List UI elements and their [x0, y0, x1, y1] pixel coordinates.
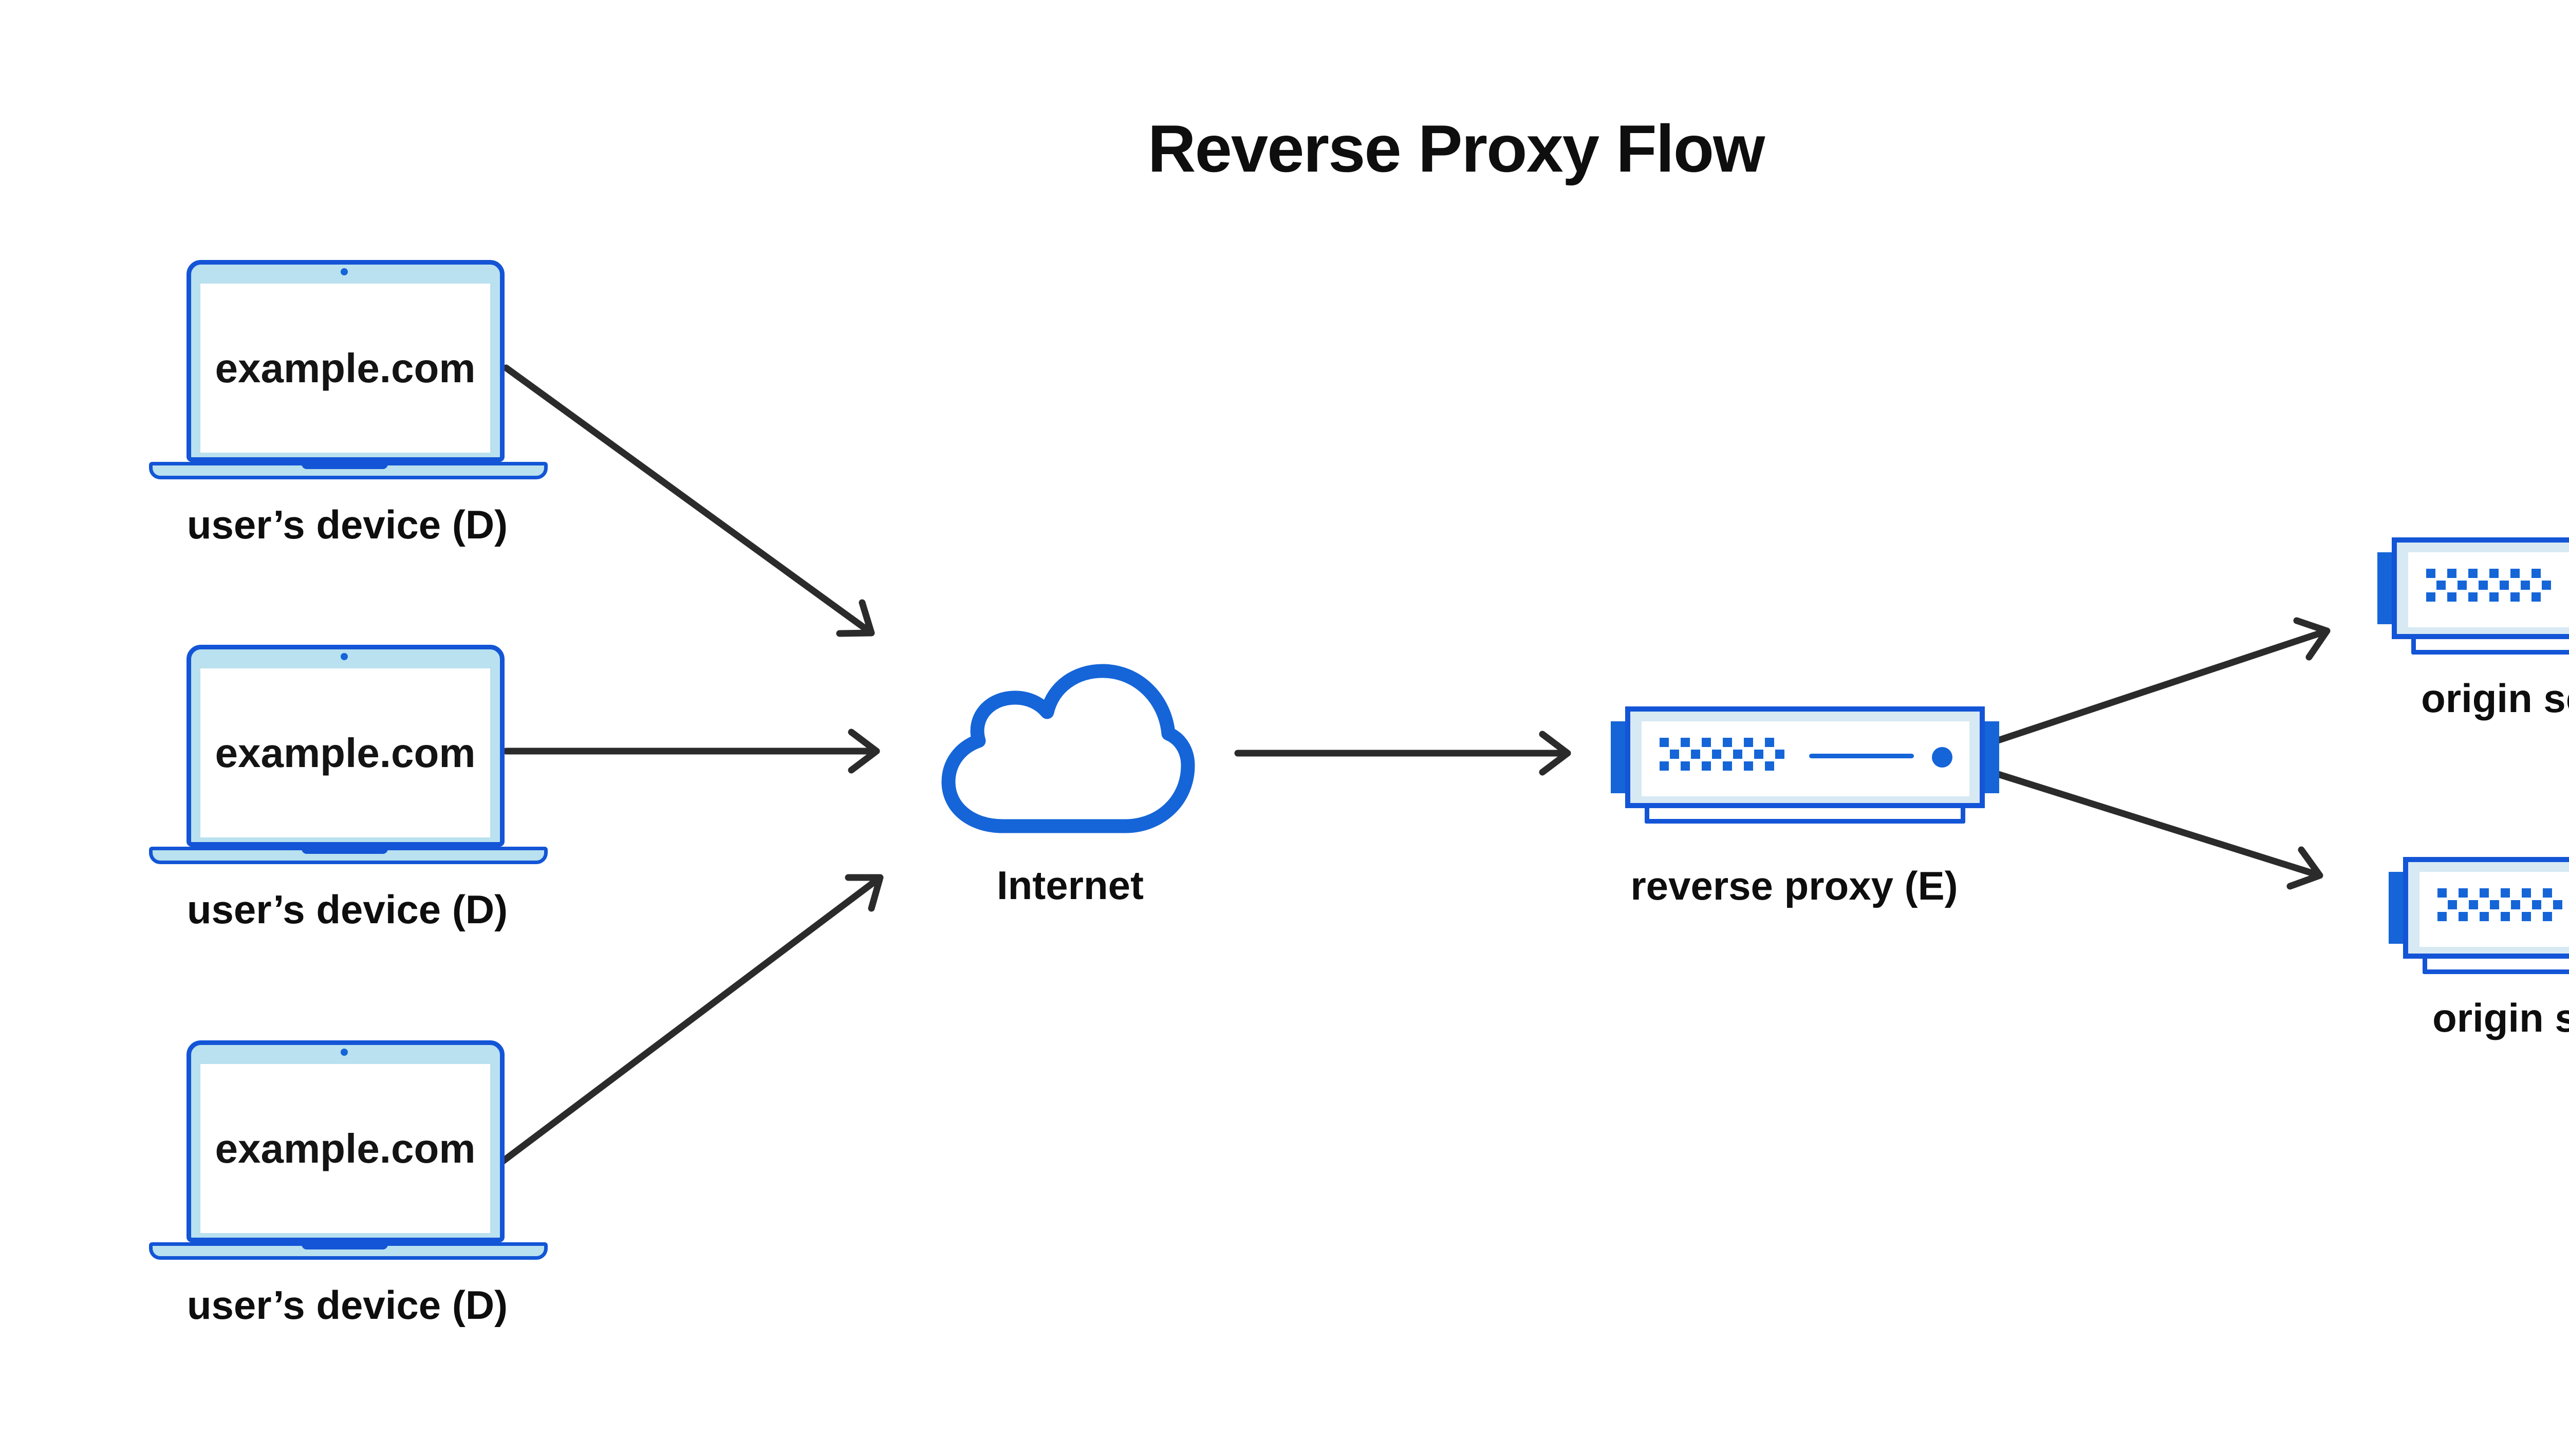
- server-vent-dots: [2426, 569, 2551, 602]
- laptop-camera-dot: [341, 1049, 348, 1056]
- screen-url-text: example.com: [215, 730, 476, 776]
- device-label: user’s device (D): [187, 1282, 508, 1328]
- origin-server-1-label: origin server (F): [2421, 676, 2569, 721]
- laptop-notch: [302, 1242, 388, 1249]
- laptop-notch: [302, 847, 388, 854]
- arrow-proxy-to-origin2: [1993, 770, 2323, 890]
- arrow-internet-to-proxy: [1234, 731, 1571, 776]
- server-slot-line: [1809, 754, 1914, 758]
- origin-server-1-node: [2377, 537, 2569, 661]
- screen-url-text: example.com: [215, 1125, 476, 1171]
- cloud-outline: [941, 664, 1195, 833]
- device-label: user’s device (D): [187, 502, 508, 547]
- laptop-camera-dot: [341, 653, 348, 660]
- origin-server-2-label: origin server (F): [2432, 995, 2569, 1040]
- arrow-device3-to-internet: [497, 874, 884, 1166]
- server-vent-dots: [2437, 888, 2562, 921]
- user-device-1: example.com user’s device (D): [147, 260, 548, 558]
- arrow-proxy-to-origin1: [1993, 617, 2331, 744]
- device-label: user’s device (D): [187, 887, 508, 932]
- internet-label: Internet: [996, 863, 1144, 908]
- user-device-2: example.com user’s device (D): [147, 645, 548, 943]
- user-device-3: example.com user’s device (D): [147, 1040, 548, 1338]
- page-title: Reverse Proxy Flow: [1147, 111, 1765, 186]
- reverse-proxy-node: [1611, 706, 1999, 830]
- arrow-device2-to-internet: [502, 729, 880, 774]
- screen-url-text: example.com: [215, 345, 476, 391]
- laptop-screen: example.com: [200, 1064, 490, 1233]
- laptop-screen: example.com: [200, 284, 490, 453]
- server-led-dot: [1932, 747, 1952, 768]
- reverse-proxy-label: reverse proxy (E): [1630, 863, 1958, 908]
- laptop-notch: [302, 462, 388, 469]
- laptop-screen: example.com: [200, 668, 490, 837]
- server-vent-dots: [1660, 738, 1784, 771]
- arrow-device1-to-internet: [502, 364, 875, 637]
- cloud-icon: [941, 664, 1195, 833]
- internet-node: [918, 654, 1206, 836]
- origin-server-2-node: [2389, 857, 2569, 980]
- laptop-camera-dot: [341, 268, 348, 275]
